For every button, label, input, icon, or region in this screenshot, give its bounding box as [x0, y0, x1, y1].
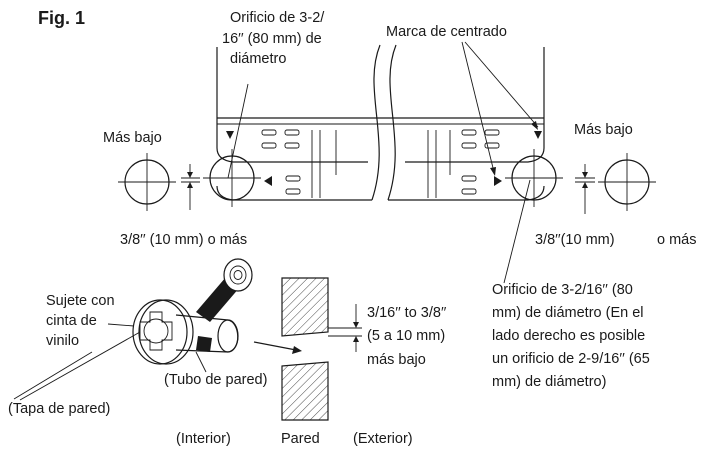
distance-right-label: 3/8′′(10 mm): [535, 232, 615, 248]
hole-right-label-line5: mm) de diámetro): [492, 374, 606, 390]
lower-left-label: Más bajo: [103, 130, 162, 146]
wall-cap: [132, 299, 194, 365]
cap-leader-2: [19, 331, 141, 401]
dim-right: [575, 164, 595, 214]
centering-mark-right: [534, 131, 542, 139]
centering-arrow-left: [264, 176, 272, 186]
interior-label: (Interior): [176, 431, 231, 447]
wall-label: Pared: [281, 431, 320, 447]
hole-right-pair: [503, 149, 656, 284]
hole-left-label-line3: diámetro: [230, 51, 286, 67]
figure-title: Fig. 1: [38, 8, 85, 28]
wall-section: [281, 277, 329, 421]
centering-mark-label: Marca de centrado: [386, 24, 507, 40]
hole-right-label-line1: Orificio de 3-2/16′′ (80: [492, 282, 633, 298]
wall-pipe: [175, 314, 239, 353]
hole-left-label-line1: Orificio de 3-2/: [230, 10, 325, 26]
slope-label-line3: más bajo: [367, 352, 426, 368]
slope-dimension: [328, 304, 362, 352]
pipe-label: (Tubo de pared): [164, 372, 267, 388]
hole-right-label-line2: mm) de diámetro (En el: [492, 305, 644, 321]
distance-left-label: 3/8′′ (10 mm) o más: [120, 232, 247, 248]
centering-mark-leaders: [461, 41, 539, 176]
dim-left: [181, 164, 200, 210]
mounting-slots-right: [427, 129, 500, 198]
distance-right-suffix: o más: [657, 232, 697, 248]
pipe-leader: [195, 351, 207, 373]
exterior-label: (Exterior): [353, 431, 413, 447]
cap-label: (Tapa de pared): [8, 401, 110, 417]
slope-label-line1: 3/16′′ to 3/8′′: [367, 305, 447, 321]
indoor-unit-outline: [216, 44, 545, 201]
mounting-slots-left: [261, 129, 337, 198]
tape-label-line1: Sujete con: [46, 293, 115, 309]
insertion-arrow: [253, 341, 302, 354]
hole-right-label-line4: un orificio de 2-9/16′′ (65: [492, 351, 650, 367]
hole-right-label-line3: lado derecho es posible: [492, 328, 645, 344]
tape-leader: [107, 323, 135, 327]
tape-label-line3: vinilo: [46, 333, 79, 349]
cap-leader: [13, 351, 93, 400]
vinyl-tape-roll: [196, 258, 253, 322]
lower-right-label: Más bajo: [574, 122, 633, 138]
slope-label-line2: (5 a 10 mm): [367, 328, 445, 344]
tape-label-line2: cinta de: [46, 313, 97, 329]
centering-mark-left: [226, 131, 234, 139]
centering-arrow-right: [494, 176, 502, 186]
hole-left-pair: [118, 83, 261, 211]
hole-left-label-line2: 16′′ (80 mm) de: [222, 31, 322, 47]
